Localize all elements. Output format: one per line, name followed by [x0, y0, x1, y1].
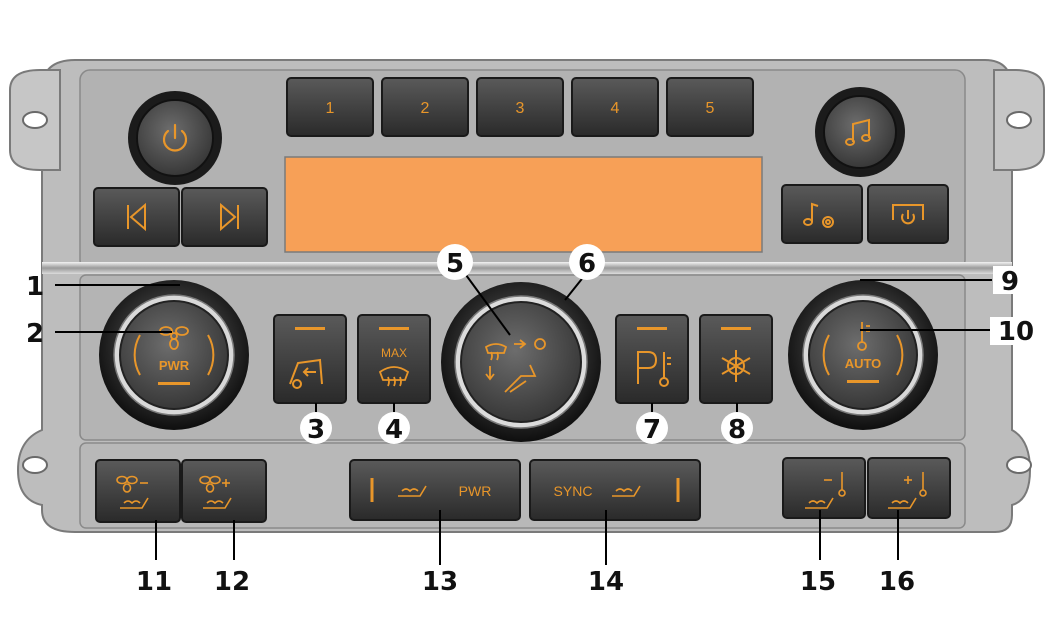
preset-buttons: 1 2 3 4 5 — [286, 77, 754, 137]
callout-9: 9 — [1001, 267, 1019, 297]
temperature-auto-dial[interactable]: AUTO — [788, 280, 938, 430]
seat-heat-icon — [888, 497, 917, 509]
callout-11: 11 — [136, 567, 172, 597]
seat-heat-icon — [203, 497, 232, 509]
recirculation-button[interactable] — [273, 314, 347, 404]
callout-3: 3 — [307, 415, 325, 445]
fan-dial-label: PWR — [159, 358, 190, 373]
next-track-button[interactable] — [181, 187, 268, 247]
callout-12: 12 — [214, 567, 250, 597]
preset-label: 1 — [326, 100, 335, 117]
temp-up-seat-button[interactable] — [867, 457, 951, 519]
temp-down-seat-button[interactable] — [782, 457, 866, 519]
seat-heat-icon — [120, 497, 149, 509]
callout-labels: 1 2 3 4 5 6 7 8 9 10 11 12 13 14 15 16 — [26, 244, 1042, 597]
preset-label: 2 — [421, 100, 430, 117]
callout-14: 14 — [588, 567, 624, 597]
chrome-trim-strip — [42, 262, 1012, 274]
fan-icon — [199, 475, 230, 493]
ac-button[interactable] — [699, 314, 773, 404]
seat-heat-icon — [612, 485, 641, 497]
seat-heat-icon — [398, 485, 427, 497]
music-note-icon — [845, 118, 871, 146]
audio-source-knob[interactable] — [815, 87, 905, 177]
air-recirculation-icon — [289, 358, 323, 389]
fan-icon — [116, 475, 148, 493]
max-defrost-icon — [378, 366, 410, 387]
fan-power-dial[interactable]: PWR — [99, 280, 249, 430]
snowflake-icon — [721, 350, 751, 382]
power-icon — [162, 123, 188, 152]
park-heater-icon — [637, 351, 671, 387]
fan-down-seat-button[interactable] — [95, 459, 181, 523]
max-label: MAX — [381, 346, 407, 360]
fan-up-seat-button[interactable] — [181, 459, 267, 523]
thermometer-icon — [904, 472, 927, 497]
callout-13: 13 — [422, 567, 458, 597]
power-knob[interactable] — [128, 91, 222, 185]
preset-label: 5 — [706, 100, 715, 117]
preset-button-4[interactable]: 4 — [571, 77, 659, 137]
prev-track-button[interactable] — [93, 187, 180, 247]
callout-7: 7 — [643, 415, 661, 445]
air-seat-power-button[interactable]: PWR — [349, 459, 521, 521]
display-screen — [284, 156, 763, 253]
sync-button[interactable]: SYNC — [529, 459, 701, 521]
auto-dial-label: AUTO — [845, 356, 882, 371]
callout-8: 8 — [728, 415, 746, 445]
preset-button-2[interactable]: 2 — [381, 77, 469, 137]
callout-15: 15 — [800, 567, 836, 597]
callout-4: 4 — [385, 415, 403, 445]
skip-back-icon — [127, 202, 146, 232]
preset-label: 3 — [516, 100, 525, 117]
max-defrost-button[interactable]: MAX — [357, 314, 431, 404]
seat-heat-icon — [805, 497, 834, 509]
callout-10: 10 — [998, 317, 1034, 347]
callout-2: 2 — [26, 319, 44, 349]
preset-button-5[interactable]: 5 — [666, 77, 754, 137]
air-distribution-dial[interactable] — [441, 282, 601, 442]
callout-1: 1 — [26, 272, 44, 302]
display-power-icon — [892, 204, 924, 225]
thermometer-icon — [824, 472, 846, 497]
callout-5: 5 — [446, 249, 464, 279]
audio-settings-button[interactable] — [781, 184, 863, 244]
callout-16: 16 — [879, 567, 915, 597]
skip-forward-icon — [220, 202, 239, 232]
air-distribution-icon — [484, 338, 546, 393]
preset-button-1[interactable]: 1 — [286, 77, 374, 137]
callout-6: 6 — [578, 249, 596, 279]
music-settings-icon — [803, 202, 834, 228]
sync-label: SYNC — [554, 483, 593, 499]
preset-label: 4 — [611, 100, 620, 117]
park-heater-button[interactable] — [615, 314, 689, 404]
display-power-button[interactable] — [867, 184, 949, 244]
preset-button-3[interactable]: 3 — [476, 77, 564, 137]
air-pwr-label: PWR — [459, 483, 492, 499]
